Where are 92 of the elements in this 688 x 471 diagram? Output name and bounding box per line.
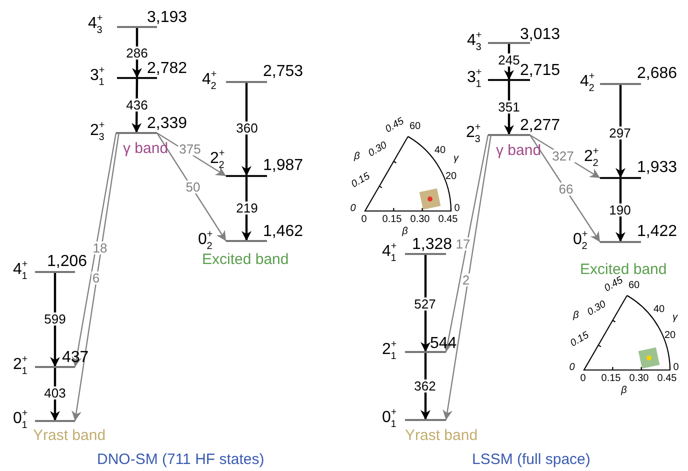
- edge-label: 50: [184, 180, 202, 194]
- transition-arrow: [616, 178, 626, 242]
- transition-arrow: [616, 84, 626, 178]
- tick-label: 0.15: [569, 330, 591, 350]
- transition-arrow: [72, 132, 117, 368]
- transition-arrow: [420, 254, 430, 352]
- edge-label: 219: [235, 202, 259, 214]
- axis-label: β: [402, 227, 408, 237]
- transition-arrow: [50, 367, 60, 421]
- energy-label: 1,933: [637, 160, 678, 176]
- energy-label: 437: [62, 350, 89, 366]
- tick-label: 0.30: [410, 215, 430, 225]
- transition-arrow: [132, 27, 142, 78]
- tick-label: 0: [580, 374, 586, 384]
- tick-label: 40: [653, 305, 665, 315]
- energy-label: 2,339: [147, 116, 188, 132]
- transition-arrow: [530, 134, 600, 242]
- edge-label: 6: [91, 272, 101, 284]
- energy-label: 1,206: [47, 254, 88, 270]
- tick-label: 0.30: [367, 140, 389, 160]
- tick-label: 0: [569, 363, 575, 373]
- energy-label: 1,328: [412, 237, 452, 253]
- energy-label: 3,193: [147, 10, 188, 26]
- edge-label: 245: [497, 54, 521, 66]
- energy-label: 2,277: [520, 118, 560, 134]
- transition-arrow: [443, 134, 489, 352]
- axis-label: β: [354, 152, 360, 162]
- axis-label: γ: [672, 313, 678, 323]
- band-label: Yrast band: [33, 428, 106, 443]
- tick-label: 0.15: [350, 172, 372, 190]
- tick-label: 20: [664, 331, 676, 341]
- tick-label: 0: [673, 363, 679, 373]
- tick-label: 60: [409, 122, 421, 132]
- edge-label: 599: [43, 312, 67, 326]
- edge-label: 362: [413, 380, 437, 392]
- edge-label: 297: [608, 126, 632, 140]
- edge-label: 327: [551, 150, 575, 162]
- transition-arrow: [156, 132, 226, 176]
- edge-label: 2: [461, 274, 471, 286]
- tick-label: 0.45: [384, 116, 406, 136]
- tick-label: 0.45: [657, 374, 677, 384]
- transition-arrow: [442, 134, 492, 420]
- edge-label: 375: [178, 142, 202, 156]
- edge-label: 66: [558, 182, 574, 196]
- panel-caption: LSSM (full space): [472, 452, 590, 467]
- energy-label: 1,422: [637, 224, 678, 240]
- tick-label: 0.30: [586, 300, 608, 318]
- energy-label: 2,753: [263, 64, 304, 80]
- tick-label: 0: [350, 204, 356, 214]
- energy-label: 2,782: [147, 61, 188, 77]
- axis-label: β: [573, 311, 579, 321]
- band-label: γ band: [123, 141, 168, 156]
- band-label: Excited band: [580, 262, 667, 277]
- tick-label: 0.15: [601, 374, 621, 384]
- energy-label: 2,715: [520, 63, 560, 79]
- tick-label: 20: [445, 172, 457, 182]
- transition-arrow: [132, 78, 142, 134]
- band-label: Yrast band: [405, 428, 478, 443]
- axis-label: β: [621, 386, 627, 396]
- energy-label: 2,686: [637, 66, 678, 82]
- panel-caption: DNO-SM (711 HF states): [97, 452, 264, 467]
- tick-label: 0: [454, 204, 460, 214]
- transition-arrow: [72, 132, 120, 422]
- edge-label: 286: [125, 46, 149, 60]
- tick-label: 60: [628, 281, 640, 291]
- tick-label: 0.15: [382, 215, 402, 225]
- edge-label: 360: [235, 122, 259, 134]
- tick-label: 40: [434, 146, 446, 156]
- tick-label: 0.30: [629, 374, 649, 384]
- energy-label: 1,987: [263, 158, 304, 174]
- energy-label: 1,462: [263, 224, 304, 240]
- transition-arrow: [530, 134, 600, 179]
- energy-label: 3,013: [520, 27, 560, 43]
- tick-label: 0.45: [603, 276, 625, 294]
- edge-label: 527: [413, 298, 437, 310]
- transition-arrow: [156, 132, 226, 242]
- transition-arrow: [242, 82, 252, 176]
- energy-label: 544: [430, 336, 457, 352]
- edge-label: 403: [43, 386, 67, 400]
- edge-label: 436: [125, 98, 149, 112]
- transition-arrow: [50, 272, 60, 367]
- edge-label: 18: [92, 242, 108, 254]
- edge-label: 351: [497, 100, 521, 114]
- tick-label: 0.45: [438, 215, 458, 225]
- tick-label: 0: [361, 215, 367, 225]
- axis-label: γ: [454, 154, 458, 164]
- band-label: Excited band: [202, 252, 289, 267]
- edge-label: 17: [454, 238, 472, 250]
- transition-arrow: [420, 352, 430, 420]
- edge-label: 190: [608, 204, 632, 216]
- band-label: γ band: [496, 143, 542, 158]
- transition-arrow: [504, 80, 514, 135]
